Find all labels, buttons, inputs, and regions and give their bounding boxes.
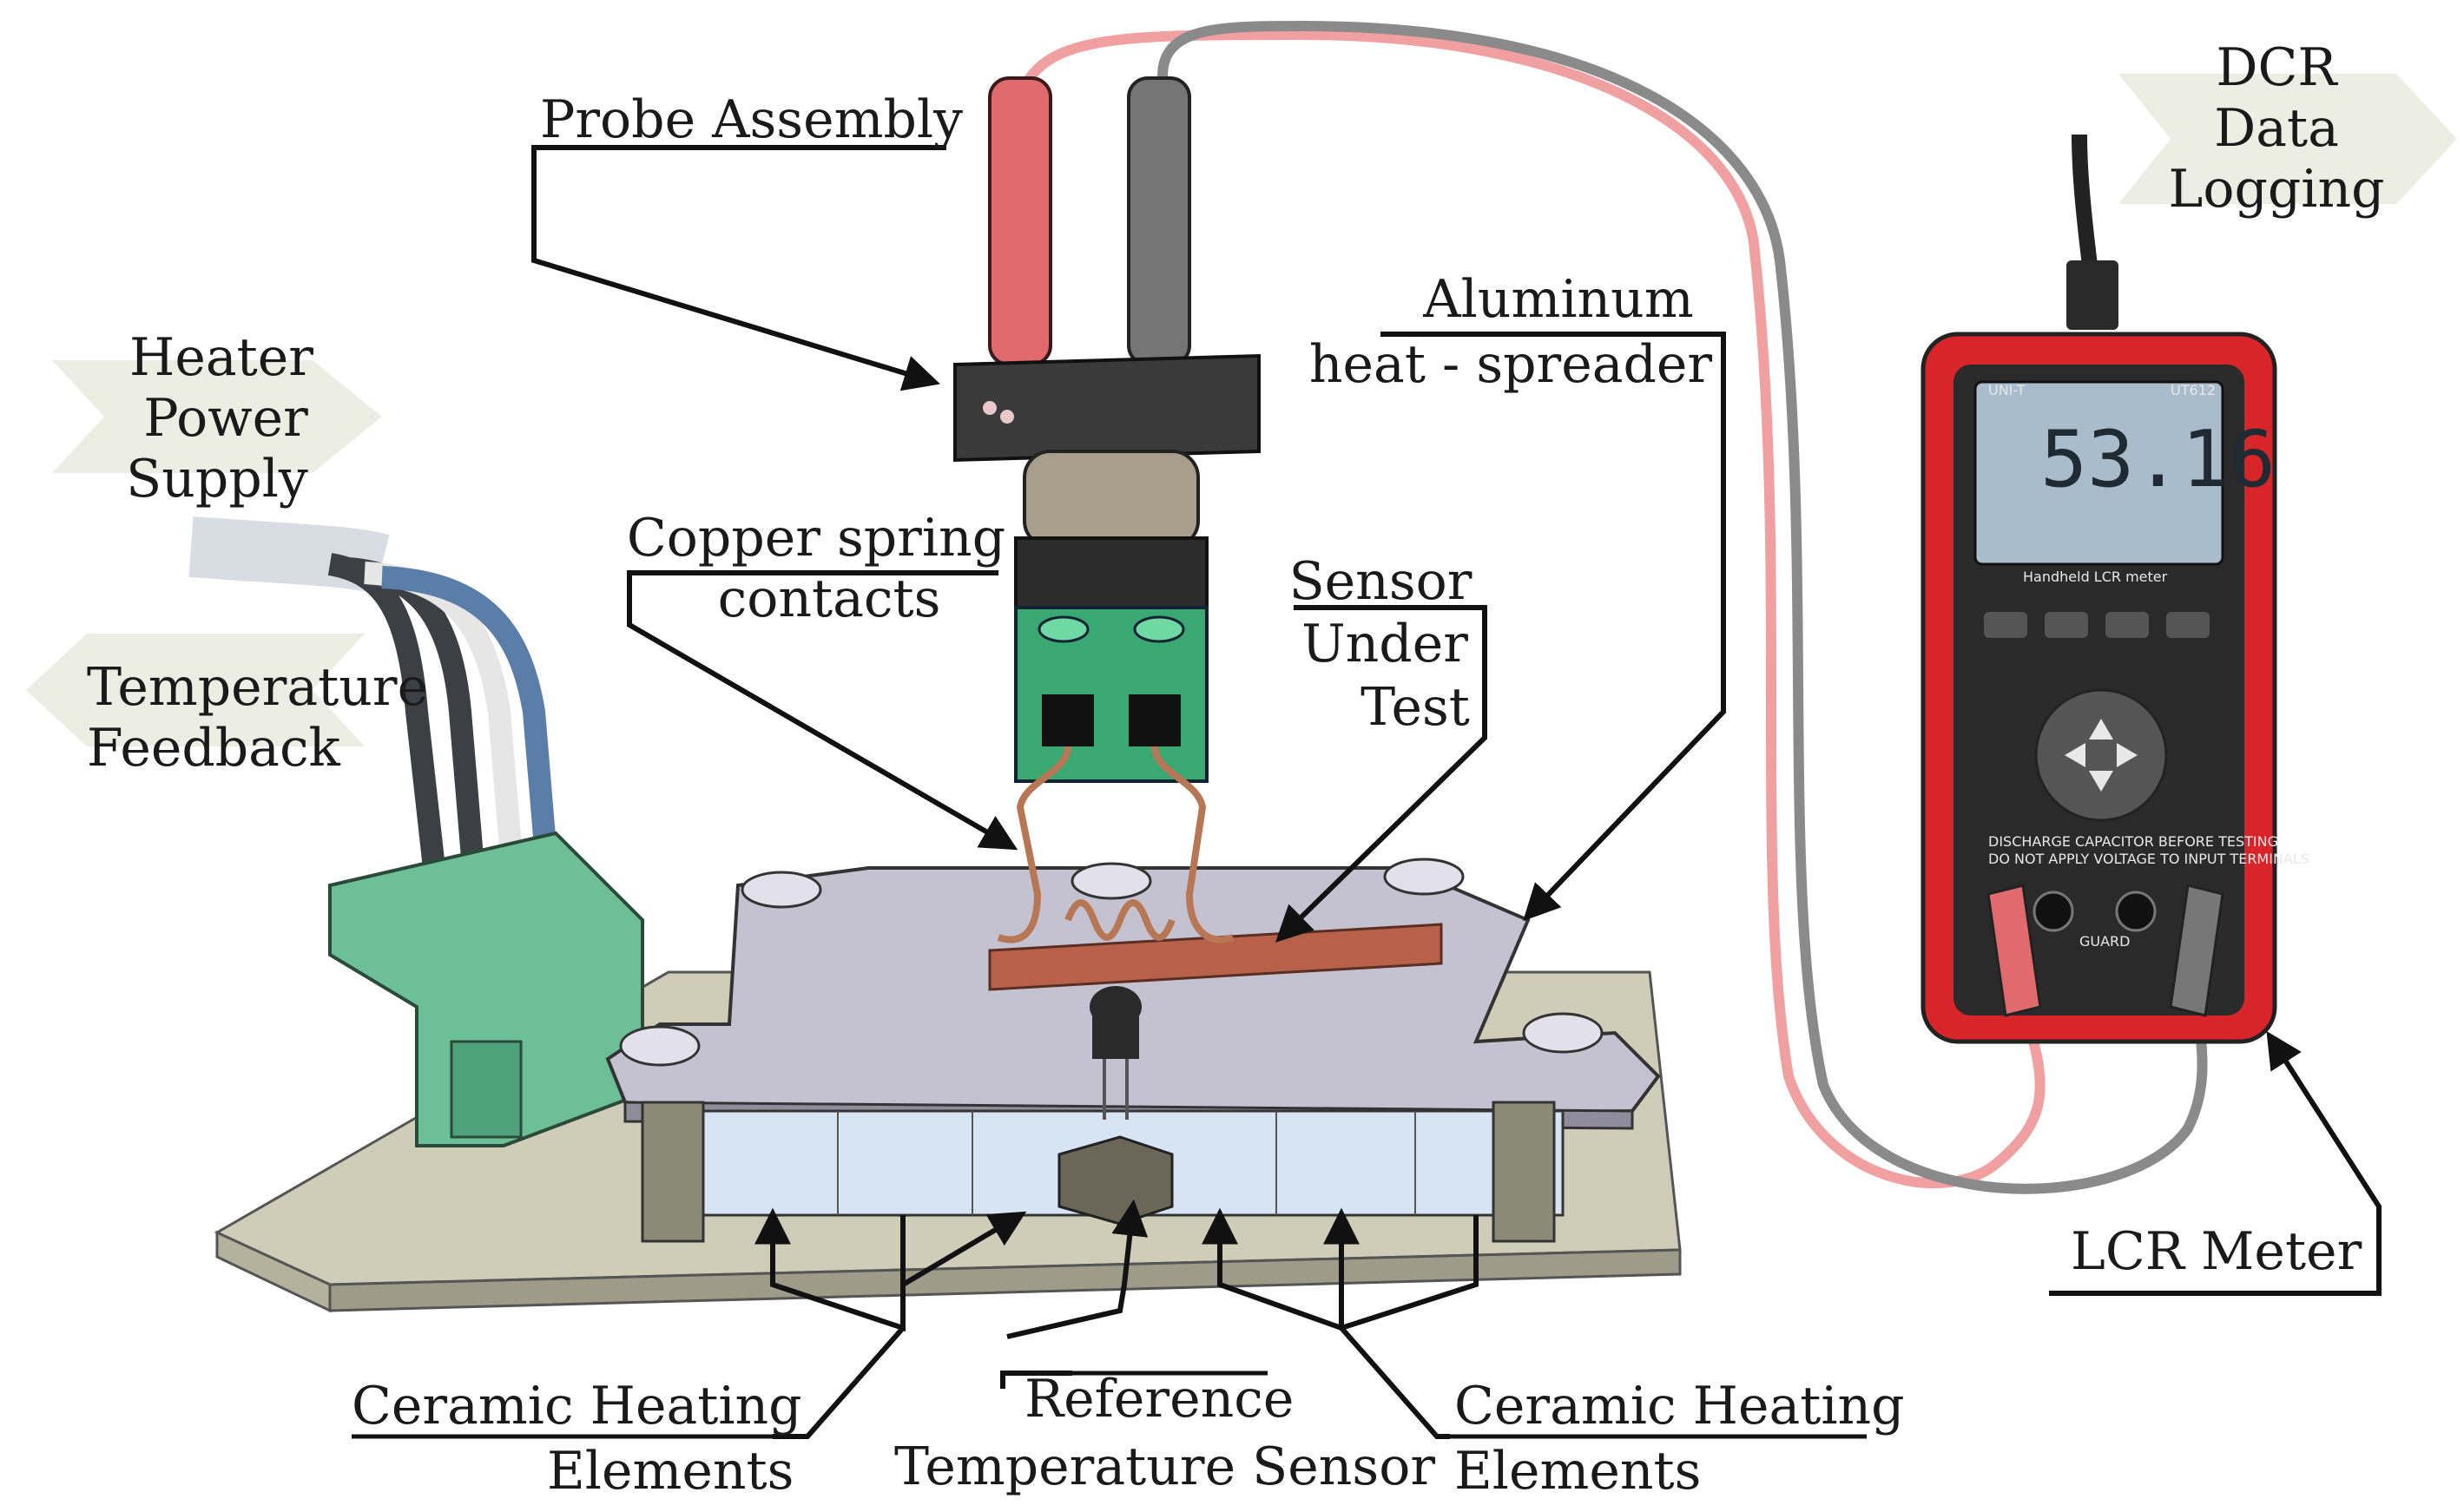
label-temp-fb-1: Temperature (87, 657, 428, 718)
label-copper-2: contacts (718, 569, 941, 629)
lcr-meter: UNI-T UT612 53.16 Handheld LCR meter DIS… (1920, 134, 2309, 1044)
copper-spring-contacts (997, 746, 1235, 943)
heater-power-arrow (52, 360, 382, 473)
label-sensor-3: Test (1360, 677, 1470, 738)
meter-subtitle: Handheld LCR meter (2023, 569, 2168, 585)
meter-reading: 53.16 (2040, 414, 2276, 505)
meter-nav-pad (2034, 688, 2168, 822)
test-leads (1019, 20, 2208, 1194)
label-copper-1: Copper spring (627, 508, 1005, 569)
nav-right-icon (2117, 743, 2138, 767)
meter-brand: UNI-T (1988, 382, 2026, 398)
nav-down-icon (2089, 771, 2113, 792)
labels: Probe Assembly Aluminum heat - spreader … (87, 37, 2385, 1502)
label-underlines (352, 332, 2379, 1439)
label-reference-1: Reference (1024, 1369, 1294, 1430)
dcr-logging-arrow (2118, 74, 2457, 204)
nav-up-icon (2089, 719, 2113, 740)
label-dcr-1: DCR (2216, 37, 2338, 98)
gray-clip (2169, 884, 2224, 1017)
reference-temperature-sensor (1057, 986, 1174, 1226)
label-heater-1: Heater (129, 327, 313, 388)
heater-terminal-block (328, 831, 644, 1147)
label-temp-fb-2: Feedback (87, 718, 341, 779)
label-probe-assembly: Probe Assembly (540, 89, 963, 150)
meter-guard: GUARD (2079, 933, 2131, 950)
meter-model: UT612 (2171, 382, 2216, 398)
label-sensor-2: Under (1301, 614, 1468, 674)
meter-button-enter (2105, 612, 2149, 638)
label-ceramic-right-1: Ceramic Heating (1454, 1376, 1905, 1436)
meter-button-cal (2045, 612, 2088, 638)
label-reference-2: Temperature Sensor (894, 1436, 1435, 1497)
label-lcr-meter: LCR Meter (2071, 1221, 2362, 1282)
meter-button-setup (2166, 612, 2210, 638)
label-heater-2: Power (143, 388, 308, 449)
label-ceramic-right-2: Elements (1454, 1441, 1701, 1502)
heater-cable-bundle (188, 516, 558, 870)
label-heater-3: Supply (126, 449, 308, 509)
red-clip (1986, 884, 2042, 1017)
label-dcr-2: Data (2214, 98, 2339, 159)
label-aluminum-2: heat - spreader (1309, 334, 1713, 395)
temperature-feedback-arrow (26, 634, 365, 746)
meter-jack-left (2032, 891, 2074, 932)
meter-warning-2: DO NOT APPLY VOLTAGE TO INPUT TERMINALS (1988, 851, 2309, 867)
label-ceramic-left-2: Elements (547, 1441, 794, 1502)
nav-left-icon (2065, 743, 2085, 767)
probe-assembly (953, 76, 1261, 783)
label-sensor-1: Sensor (1289, 551, 1472, 612)
label-ceramic-left-1: Ceramic Heating (352, 1376, 802, 1436)
meter-warning-1: DISCHARGE CAPACITOR BEFORE TESTING (1988, 833, 2278, 850)
label-dcr-3: Logging (2168, 159, 2384, 220)
meter-button-freq (1984, 612, 2027, 638)
label-aluminum-1: Aluminum (1422, 269, 1693, 330)
meter-jack-right (2115, 891, 2157, 932)
